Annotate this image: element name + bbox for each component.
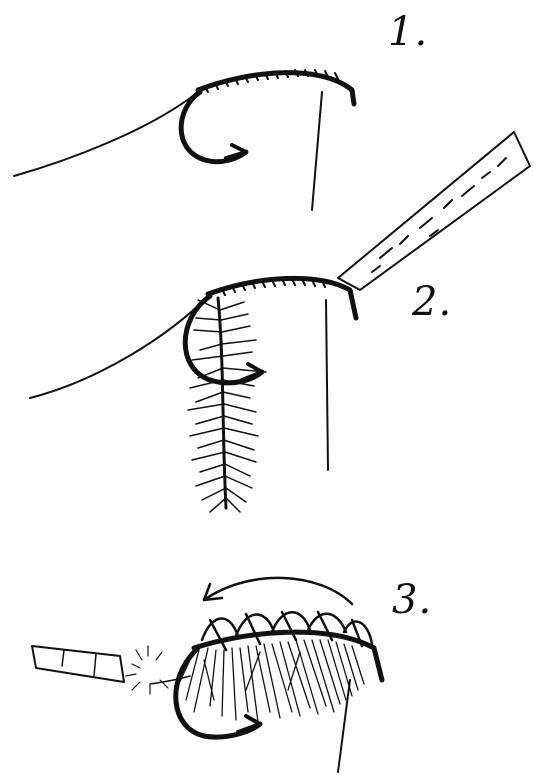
- step-3-snip-burst: [126, 646, 168, 694]
- step-2-tying-thread-line: [30, 296, 208, 398]
- step-1-hook-icon: [181, 73, 354, 162]
- step-3-label: 3.: [392, 580, 432, 620]
- step-2-label: 2.: [412, 282, 452, 322]
- step-3-hackle-fibers: [176, 640, 364, 722]
- step-2-chenille-strip-icon: [338, 132, 530, 290]
- step-1-thread-icon: [312, 92, 322, 210]
- step-2-strip-hatching: [372, 158, 506, 272]
- step-1-figure: [14, 70, 354, 210]
- step-2-figure: [30, 132, 530, 512]
- step-2-dubbing-fibers: [188, 300, 266, 512]
- step-3-tying-thread-line: [150, 676, 190, 684]
- step-1-tying-thread-line: [14, 92, 198, 176]
- step-3-hook-barb: [238, 716, 260, 732]
- step-3-figure: [32, 578, 382, 772]
- step-3-wind-arrow-icon: [204, 578, 352, 604]
- step-3-chenille-strip-icon: [32, 646, 124, 682]
- step-3-hook-icon: [176, 632, 382, 737]
- step-2-thread-icon: [326, 300, 328, 470]
- step-1-label: 1.: [388, 12, 428, 52]
